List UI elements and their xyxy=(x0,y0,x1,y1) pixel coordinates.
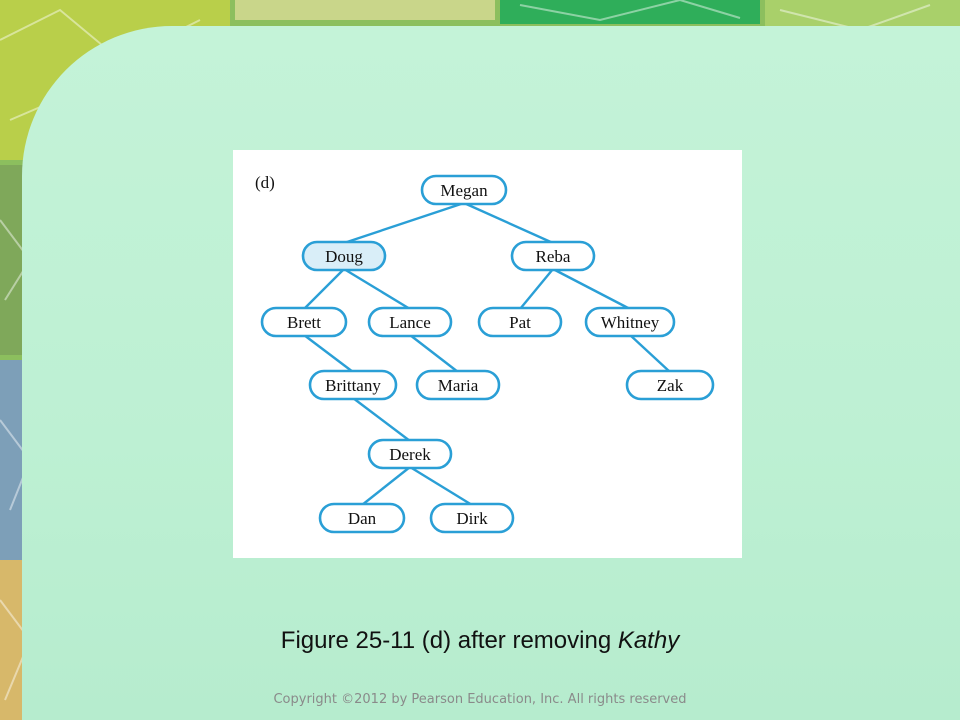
node-shape-whitney xyxy=(584,306,676,338)
node-shape-brittany xyxy=(308,369,398,401)
edge-whitney-zak xyxy=(629,334,671,373)
node-dan: Dan xyxy=(318,502,406,534)
copyright-notice: Copyright ©2012 by Pearson Education, In… xyxy=(273,692,687,707)
node-shape-lance xyxy=(367,306,453,338)
node-label-brittany: Brittany xyxy=(325,376,381,395)
edge-reba-pat xyxy=(519,268,554,310)
node-label-megan: Megan xyxy=(440,181,488,200)
caption-text: Figure 25-11 (d) after removing xyxy=(280,627,618,654)
figure-caption: Figure 25-11 (d) after removing Kathy xyxy=(0,627,960,655)
node-shape-pat xyxy=(477,306,563,338)
node-label-maria: Maria xyxy=(438,376,479,395)
edge-lance-maria xyxy=(409,334,459,373)
node-dirk: Dirk xyxy=(429,502,515,534)
node-reba: Reba xyxy=(510,240,596,272)
node-shape-megan xyxy=(420,174,508,206)
node-label-doug: Doug xyxy=(325,247,363,266)
node-label-lance: Lance xyxy=(389,313,431,332)
node-shape-zak xyxy=(625,369,715,401)
edge-derek-dan xyxy=(361,466,411,506)
node-shape-dirk xyxy=(429,502,515,534)
node-brittany: Brittany xyxy=(308,369,398,401)
node-zak: Zak xyxy=(625,369,715,401)
node-label-dirk: Dirk xyxy=(456,509,488,528)
edge-brittany-derek xyxy=(352,397,411,442)
edge-megan-doug xyxy=(343,201,465,245)
node-shape-dan xyxy=(318,502,406,534)
node-shape-reba xyxy=(510,240,596,272)
node-brett: Brett xyxy=(260,306,348,338)
node-shape-doug xyxy=(301,240,387,272)
panel-label: (d) xyxy=(255,173,275,192)
node-lance: Lance xyxy=(367,306,453,338)
node-whitney: Whitney xyxy=(584,306,676,338)
edge-derek-dirk xyxy=(409,465,473,507)
edge-brett-brittany xyxy=(303,334,354,373)
node-shape-maria xyxy=(415,369,501,401)
edge-doug-lance xyxy=(343,267,411,311)
node-shape-derek xyxy=(367,438,453,470)
node-pat: Pat xyxy=(477,306,563,338)
node-derek: Derek xyxy=(367,438,453,470)
node-label-brett: Brett xyxy=(287,313,321,332)
node-label-dan: Dan xyxy=(348,509,377,528)
edge-megan-reba xyxy=(463,201,554,245)
node-label-zak: Zak xyxy=(657,376,684,395)
edge-doug-brett xyxy=(303,268,345,310)
node-label-reba: Reba xyxy=(536,247,571,266)
node-label-pat: Pat xyxy=(509,313,531,332)
node-megan: Megan xyxy=(420,174,508,206)
node-label-whitney: Whitney xyxy=(601,313,660,332)
node-maria: Maria xyxy=(415,369,501,401)
node-doug: Doug xyxy=(301,240,387,272)
node-shape-brett xyxy=(260,306,348,338)
caption-emphasis: Kathy xyxy=(617,627,680,654)
node-label-derek: Derek xyxy=(389,445,431,464)
edge-reba-whitney xyxy=(552,267,631,311)
